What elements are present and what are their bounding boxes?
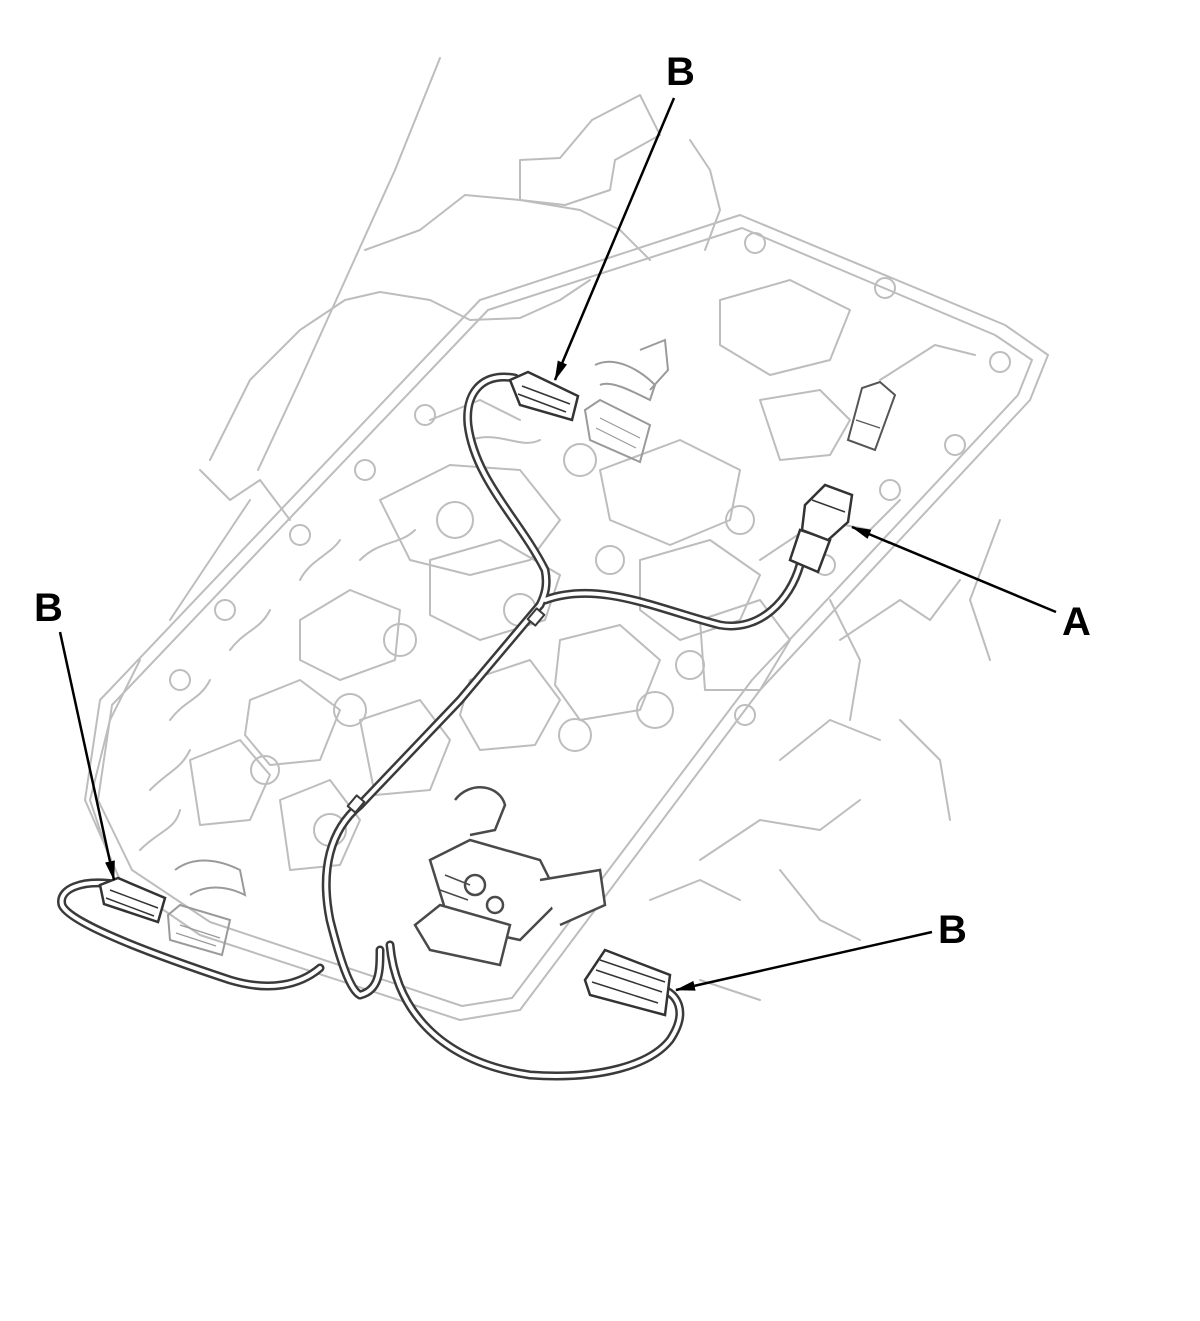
callout-a: A: [1062, 600, 1091, 644]
solenoid-left-pair: [166, 859, 247, 957]
leader-lines: [58, 97, 1057, 992]
leader-a: [851, 525, 1057, 614]
connector-a-mate: [846, 380, 897, 452]
wire-harness: [57, 372, 805, 1081]
connector-b-bottom-right: [583, 948, 672, 1017]
leader-b-bottom-right: [675, 930, 933, 992]
callout-b-bottom-right: B: [938, 908, 967, 952]
leader-b-top: [553, 97, 676, 381]
leader-b-left: [58, 631, 116, 881]
callout-b-top: B: [666, 50, 695, 94]
connector-b-top: [508, 370, 580, 422]
callout-b-left: B: [34, 586, 63, 630]
connector-a: [788, 483, 854, 574]
housing-line-art: [84, 57, 1049, 1021]
solenoid-top-pair: [583, 338, 670, 464]
solenoid-cluster: [413, 786, 607, 967]
